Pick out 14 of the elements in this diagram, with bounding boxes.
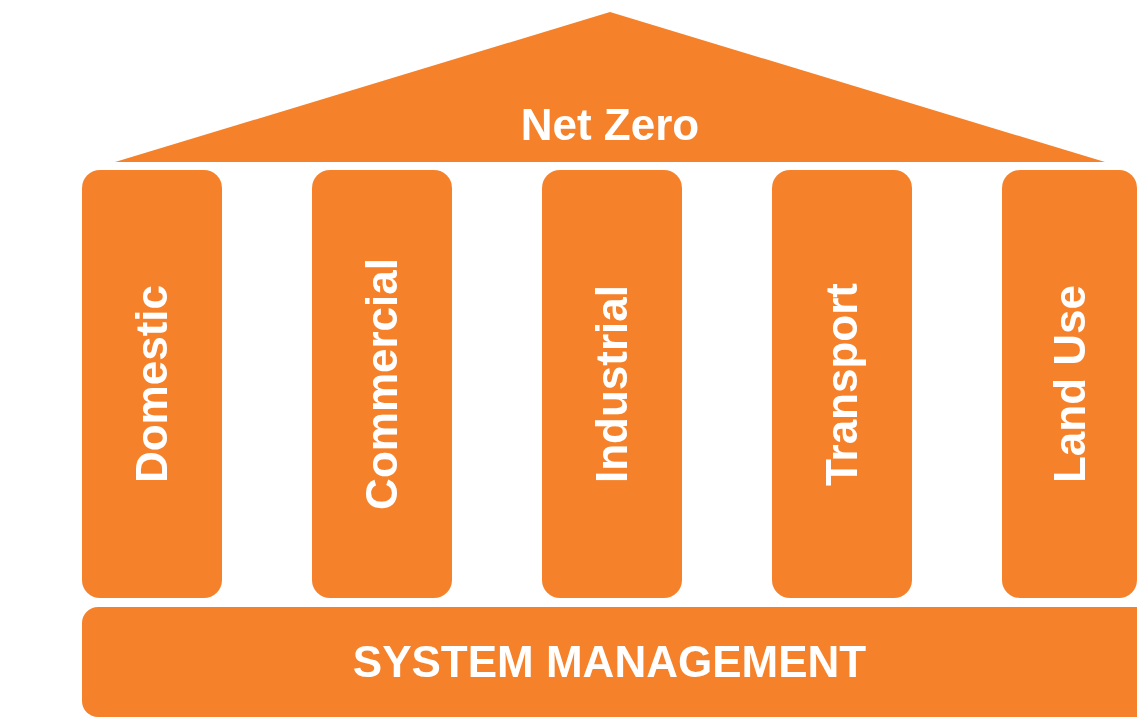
pillar-label: Domestic — [127, 284, 177, 484]
pillar — [772, 170, 912, 598]
pillar — [312, 170, 452, 598]
pillar — [542, 170, 682, 598]
base-slab — [82, 607, 1137, 717]
pillar-label: Transport — [817, 282, 867, 486]
pillar — [1002, 170, 1137, 598]
pillar-label: Commercial — [357, 258, 407, 510]
roof-label: Net Zero — [520, 100, 700, 150]
pillar-label: Industrial — [587, 285, 637, 483]
pillar-label: Land Use — [1044, 284, 1095, 483]
base-label: SYSTEM MANAGEMENT — [352, 637, 867, 687]
roof-triangle — [115, 12, 1105, 162]
pillar — [82, 170, 222, 598]
